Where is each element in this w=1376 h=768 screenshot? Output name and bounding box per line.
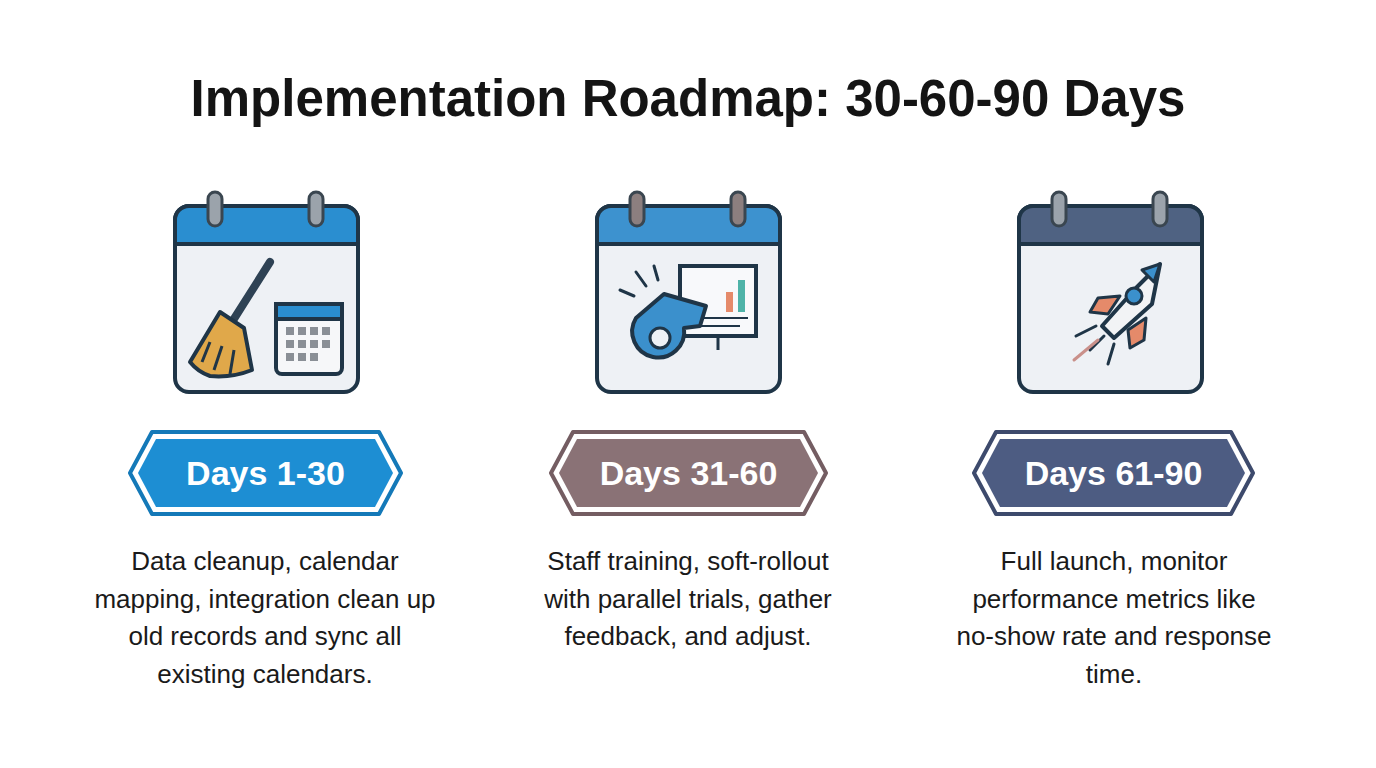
calendar-icon — [175, 192, 358, 392]
mini-calendar-symbol — [276, 304, 342, 374]
whistle-symbol — [620, 266, 706, 357]
banner-label: Days 1-30 — [128, 430, 403, 516]
diagram-title: Implementation Roadmap: 30-60-90 Days — [0, 66, 1376, 132]
phase-description: Staff training, soft-rollout with parall… — [527, 543, 849, 656]
calendar-icon — [1019, 192, 1202, 392]
banner-label: Days 31-60 — [549, 430, 828, 516]
rocket-symbol — [1074, 264, 1160, 364]
phase-banner: Days 31-60 — [549, 430, 828, 516]
calendar-icon — [597, 192, 780, 392]
broom-symbol — [190, 262, 270, 376]
phase-description: Data cleanup, calendar mapping, integrat… — [90, 543, 440, 693]
phase-description: Full launch, monitor performance metrics… — [953, 543, 1275, 693]
phase-banner: Days 61-90 — [972, 430, 1255, 516]
banner-label: Days 61-90 — [972, 430, 1255, 516]
phase-banner: Days 1-30 — [128, 430, 403, 516]
